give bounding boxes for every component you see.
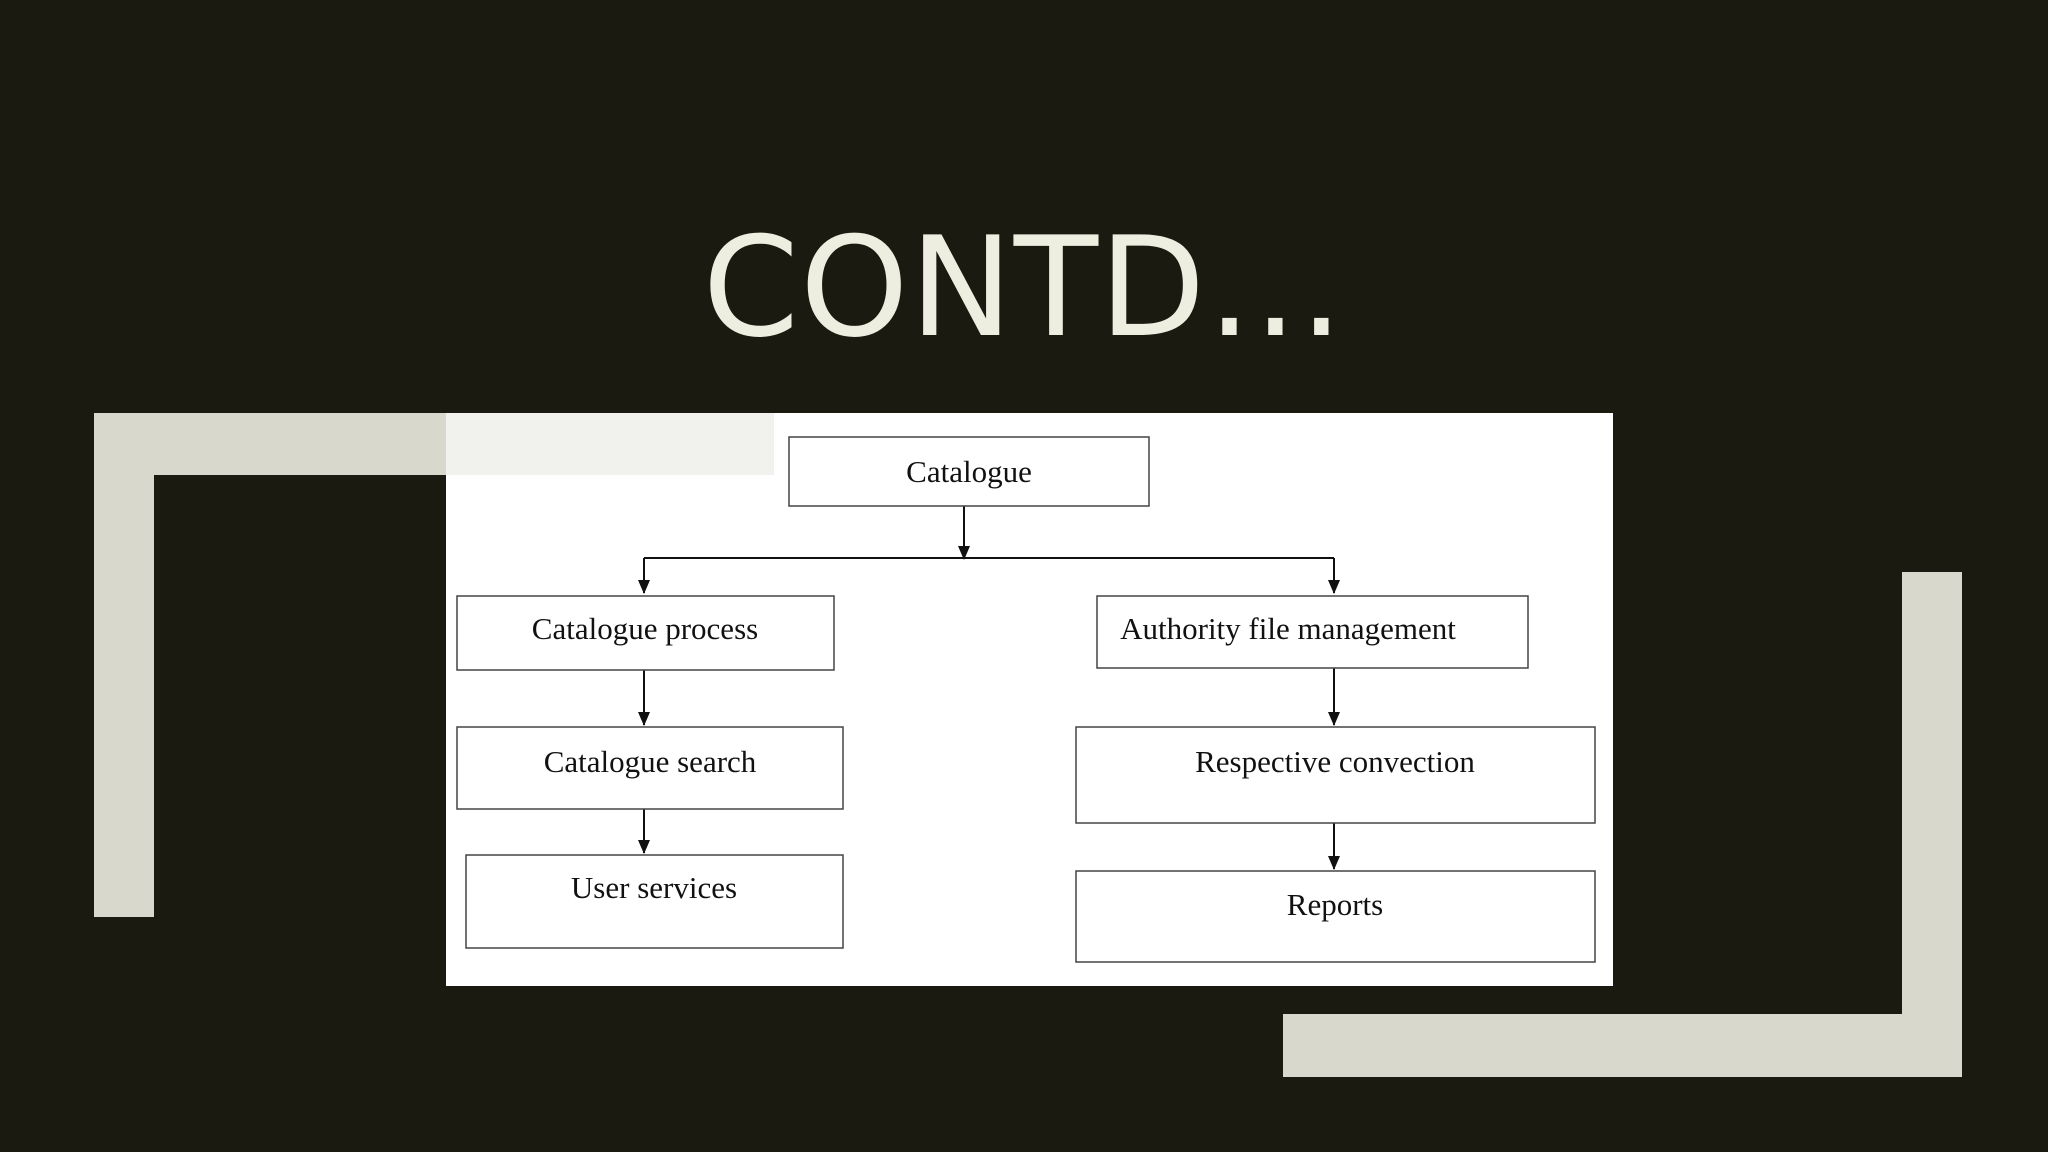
arrow-to-authority-file-management [1328,580,1340,594]
node-label-authority-file-management: Authority file management [1120,611,1456,646]
node-label-user-services: User services [571,870,737,905]
arrow-to-catalogue-process [638,580,650,594]
node-label-catalogue-process: Catalogue process [532,611,758,646]
diagram-frame: Catalogue Catalogue process Authority fi… [446,413,1613,986]
node-catalogue-process: Catalogue process [456,595,835,671]
arrow-to-respective-convection [1328,712,1340,726]
slide-title: CONTD… [702,207,1346,368]
node-user-services: User services [465,854,844,949]
right-bracket-side-bar [1902,572,1962,1077]
right-bracket-bottom-bar [1283,1014,1962,1077]
left-bracket-side-bar [94,413,154,917]
arrow-to-reports [1328,856,1340,870]
diagram-edges [638,506,1340,870]
node-catalogue-search: Catalogue search [456,726,844,810]
left-bracket-overlay [446,413,774,475]
arrow-to-catalogue-search [638,712,650,726]
node-catalogue: Catalogue [788,436,1150,507]
catalogue-flow-diagram: Catalogue Catalogue process Authority fi… [456,436,1596,963]
node-authority-file-management: Authority file management [1096,595,1529,669]
node-reports: Reports [1075,870,1596,963]
arrow-to-user-services [638,840,650,854]
node-label-catalogue: Catalogue [906,454,1032,489]
node-label-reports: Reports [1287,887,1383,922]
node-label-catalogue-search: Catalogue search [544,744,757,779]
node-respective-convection: Respective convection [1075,726,1596,824]
node-label-respective-convection: Respective convection [1195,744,1475,779]
arrow-catalogue-down [958,546,970,560]
